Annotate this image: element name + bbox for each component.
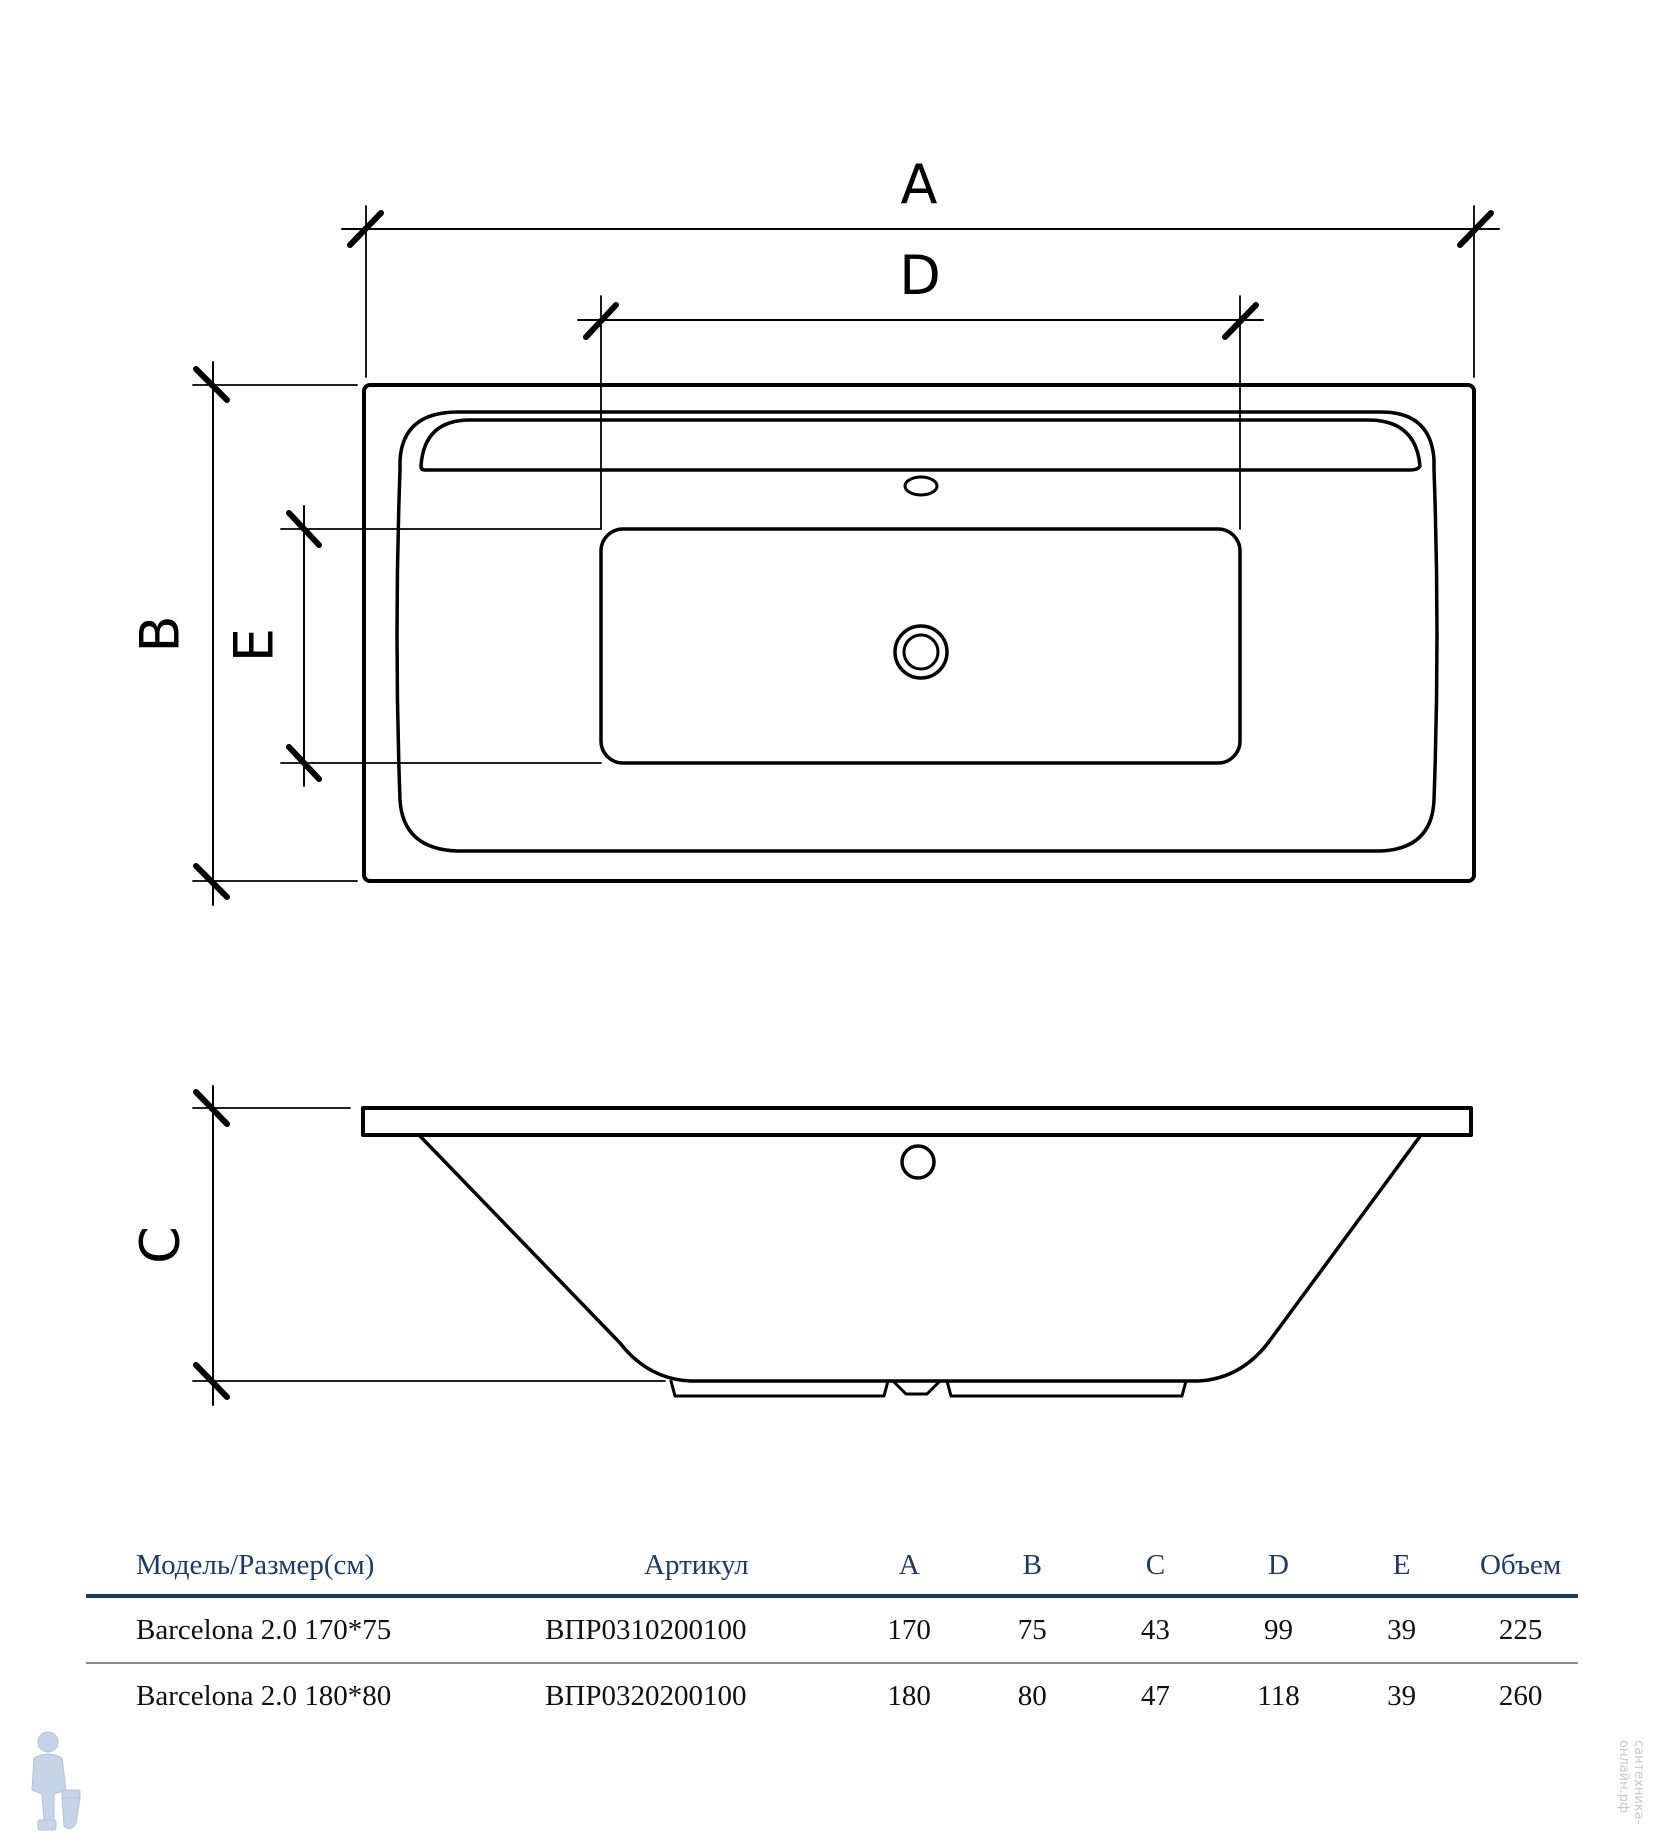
cell-c: 47 — [1140, 1679, 1170, 1712]
cell-e: 39 — [1340, 1596, 1464, 1664]
table-row: Barcelona 2.0 170*75 ВПР0310200100 170 7… — [86, 1596, 1578, 1664]
cell-d: 99 — [1216, 1596, 1341, 1664]
backrest-ledge — [419, 418, 1422, 472]
overflow-hole — [903, 475, 939, 497]
cell-b: 80 — [1017, 1679, 1047, 1712]
tub-outer-rim — [362, 383, 1476, 883]
drain-inner — [902, 633, 940, 671]
spec-table: Модель/Размер(см) Артикул A B C D E Объе… — [86, 1536, 1578, 1728]
dimension-c — [192, 1085, 666, 1406]
drain-outer — [893, 624, 949, 680]
side-rim — [361, 1106, 1473, 1137]
basin-floor — [599, 527, 1242, 765]
dimension-e — [280, 505, 602, 787]
table-header-row: Модель/Размер(см) Артикул A B C D E Объе… — [86, 1536, 1578, 1598]
header-c: C — [1093, 1536, 1217, 1598]
header-a: A — [847, 1536, 971, 1598]
cell-volume: 260 — [1498, 1679, 1543, 1712]
header-d: D — [1216, 1536, 1341, 1598]
dimension-b — [192, 361, 358, 906]
cell-a: 180 — [887, 1679, 931, 1712]
header-model: Модель/Размер(см) — [86, 1536, 546, 1598]
side-view — [192, 1085, 1473, 1406]
header-volume: Объем — [1463, 1536, 1578, 1598]
header-article: Артикул — [545, 1536, 848, 1598]
dimension-label-a: A — [901, 153, 938, 216]
header-b: B — [970, 1536, 1094, 1598]
dimension-label-d: D — [899, 244, 941, 307]
dimension-d — [577, 295, 1264, 530]
cell-b: 75 — [970, 1596, 1094, 1664]
cell-volume: 225 — [1463, 1596, 1578, 1664]
cell-a: 170 — [847, 1596, 971, 1664]
dimension-label-b: B — [129, 615, 192, 652]
tub-inner-basin — [395, 410, 1439, 853]
cell-d: 118 — [1257, 1679, 1300, 1712]
cell-model: Barcelona 2.0 180*80 — [136, 1679, 392, 1712]
table-row: Barcelona 2.0 180*80 ВПР0320200100 180 8… — [86, 1663, 1578, 1728]
top-view — [192, 205, 1500, 906]
cell-model: Barcelona 2.0 170*75 — [86, 1596, 546, 1664]
dimension-label-c: C — [129, 1226, 192, 1264]
side-body — [417, 1133, 1423, 1383]
plumber-logo-icon — [31, 1731, 81, 1831]
cell-e: 39 — [1387, 1679, 1417, 1712]
side-overflow-hole — [900, 1144, 936, 1180]
dimension-label-e: E — [223, 628, 286, 662]
watermark: сантехника-онлайн.рф — [1616, 1740, 1646, 1825]
cell-c: 43 — [1093, 1596, 1217, 1664]
cell-article: ВПР0320200100 — [545, 1679, 747, 1712]
cell-article: ВПР0310200100 — [545, 1596, 848, 1664]
header-e: E — [1340, 1536, 1464, 1598]
base-feet — [669, 1379, 1188, 1398]
dimension-a — [341, 205, 1500, 378]
